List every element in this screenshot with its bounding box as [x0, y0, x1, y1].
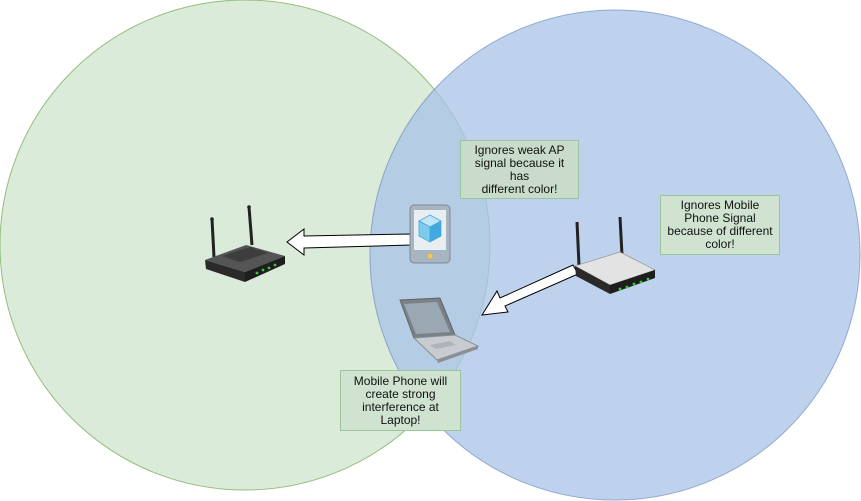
left-router-icon: [205, 205, 285, 282]
interference-note: Mobile Phone will create strong interfer…: [340, 370, 461, 431]
router-to-laptop-arrow: [481, 264, 579, 316]
mobile-signal-note: Ignores Mobile Phone Signal because of d…: [660, 195, 780, 255]
weak-ap-note: Ignores weak AP signal because it has di…: [460, 140, 579, 199]
phone-to-router-arrow: [286, 227, 412, 257]
right-router-icon: [574, 216, 656, 294]
mobile-phone-icon: [409, 204, 451, 264]
laptop-icon: [399, 297, 480, 363]
